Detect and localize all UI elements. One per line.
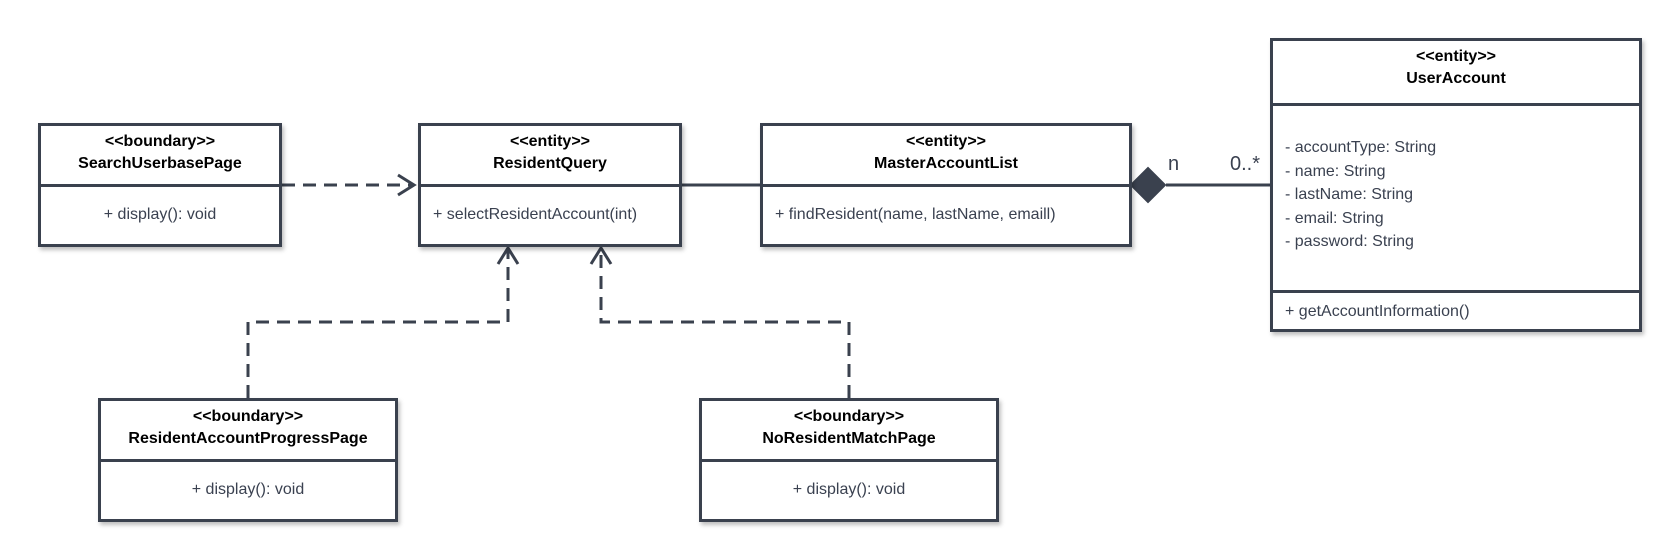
operation: + display(): void [103, 206, 217, 223]
operations-compartment: + getAccountInformation() [1273, 290, 1639, 324]
attribute: - lastName: String [1285, 186, 1414, 203]
stereotype-label: <<boundary>> [104, 133, 216, 150]
class-name: UserAccount [1406, 70, 1506, 87]
attributes-compartment: - accountType: String - name: String - l… [1273, 106, 1639, 290]
operation: + selectResidentAccount(int) [433, 206, 638, 223]
class-header: <<entity>> ResidentQuery [421, 126, 679, 187]
class-name: NoResidentMatchPage [762, 430, 936, 447]
operations-compartment: + display(): void [41, 187, 279, 227]
class-header: <<boundary>> NoResidentMatchPage [702, 401, 996, 462]
operation: + findResident(name, lastName, emaill) [775, 206, 1056, 223]
class-name: MasterAccountList [873, 155, 1019, 172]
attribute: - password: String [1285, 233, 1414, 250]
dependency-progress-to-resident-query [246, 248, 510, 398]
class-header: <<boundary>> ResidentAccountProgressPage [101, 401, 395, 462]
operation: + display(): void [792, 481, 906, 498]
class-resident-query[interactable]: <<entity>> ResidentQuery + selectResiden… [418, 123, 682, 247]
stereotype-label: <<entity>> [1415, 48, 1497, 65]
stereotype-label: <<entity>> [905, 133, 987, 150]
dependency-arrowhead-up-left [496, 245, 520, 265]
attribute: - accountType: String [1285, 139, 1437, 156]
attribute: - name: String [1285, 162, 1386, 180]
attribute: - email: String [1285, 209, 1384, 227]
class-no-resident-match-page[interactable]: <<boundary>> NoResidentMatchPage + displ… [699, 398, 999, 522]
dependency-arrowhead-right [397, 173, 417, 197]
operations-compartment: + display(): void [101, 462, 395, 502]
operation: + getAccountInformation() [1285, 303, 1470, 320]
class-master-account-list[interactable]: <<entity>> MasterAccountList + findResid… [760, 123, 1132, 247]
stereotype-label: <<boundary>> [192, 408, 304, 425]
multiplicity-zero-to-many: 0..* [1230, 153, 1261, 175]
operations-compartment: + findResident(name, lastName, emaill) [763, 187, 1129, 227]
composition-diamond [1129, 166, 1167, 204]
operations-compartment: + display(): void [702, 462, 996, 502]
class-header: <<boundary>> SearchUserbasePage [41, 126, 279, 187]
class-name: SearchUserbasePage [78, 155, 242, 172]
stereotype-label: <<entity>> [509, 133, 591, 150]
class-header: <<entity>> UserAccount [1273, 41, 1639, 106]
operations-compartment: + selectResidentAccount(int) [421, 187, 679, 227]
operation: + display(): void [191, 481, 305, 498]
stereotype-label: <<boundary>> [793, 408, 905, 425]
dependency-arrowhead-up-right [589, 245, 613, 265]
class-header: <<entity>> MasterAccountList [763, 126, 1129, 187]
dependency-nomatch-to-resident-query [599, 248, 851, 398]
class-name: ResidentQuery [493, 155, 607, 172]
class-search-userbase-page[interactable]: <<boundary>> SearchUserbasePage + displa… [38, 123, 282, 247]
class-user-account[interactable]: <<entity>> UserAccount - accountType: St… [1270, 38, 1642, 332]
multiplicity-n: n [1168, 153, 1180, 175]
class-name: ResidentAccountProgressPage [128, 430, 368, 447]
class-resident-account-progress-page[interactable]: <<boundary>> ResidentAccountProgressPage… [98, 398, 398, 522]
